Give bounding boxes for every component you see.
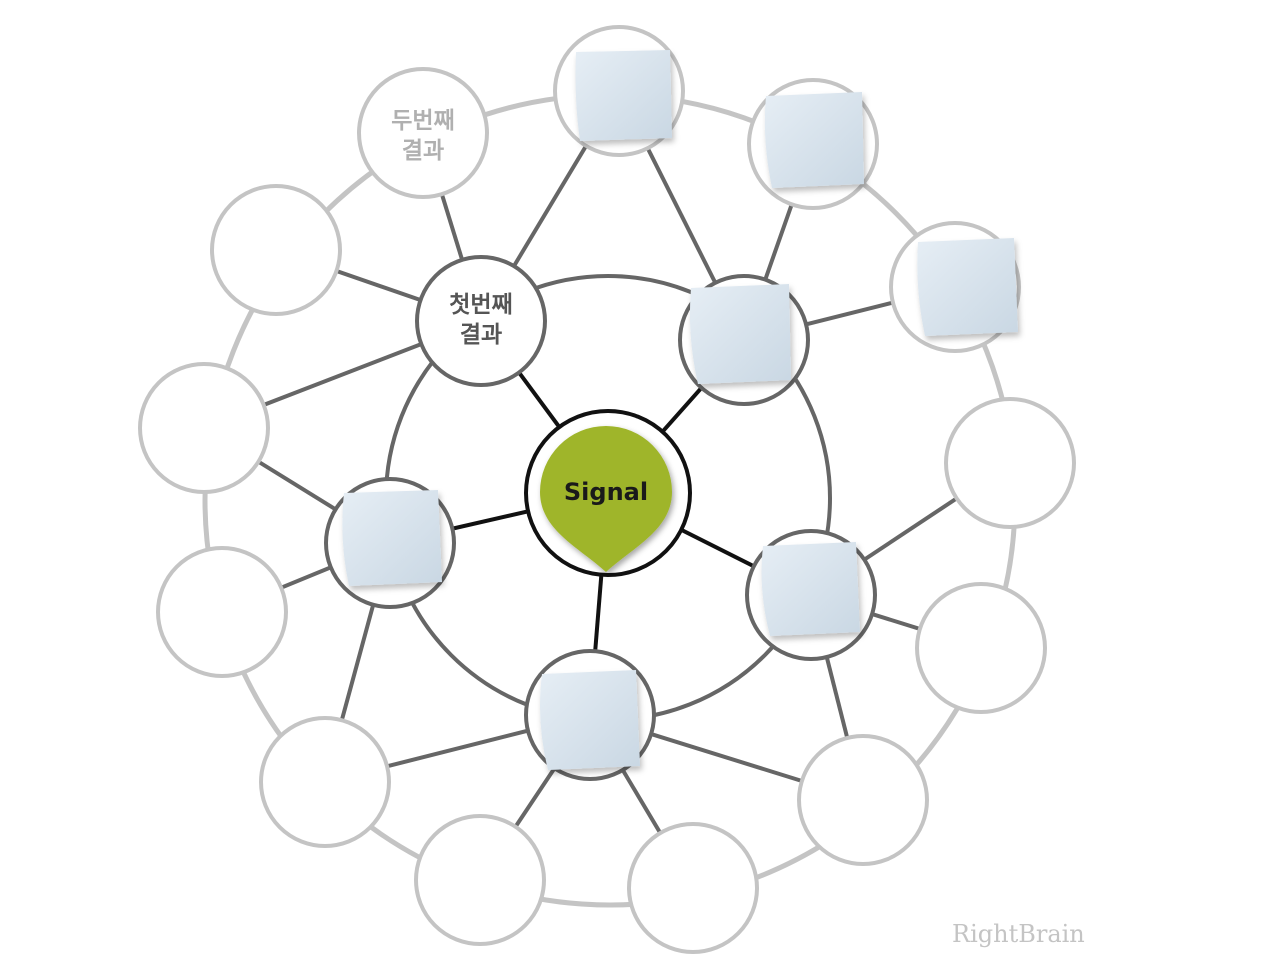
inner-node-lower-right (745, 529, 877, 661)
inner-node-upper-right (678, 274, 810, 406)
sticky-note-icon (540, 670, 640, 770)
inner-node-left (324, 477, 456, 609)
center-node-signal: Signal (524, 409, 692, 577)
outer-node-bottom-right (797, 734, 929, 866)
inner-node-bottom (524, 649, 656, 781)
outer-node-lower-right (915, 582, 1047, 714)
sticky-note-icon (761, 542, 860, 636)
signal-label: Signal (564, 478, 648, 506)
outer-node-right (944, 397, 1076, 529)
inner-node-first-result: 첫번째 결과 (415, 255, 547, 387)
sticky-note-icon (764, 92, 864, 188)
first-result-label-line2: 결과 (460, 322, 502, 348)
sticky-note-icon (342, 490, 442, 586)
outer-node-top (553, 25, 685, 157)
outer-node-second-result: 두번째 결과 (357, 67, 489, 199)
outer-node-bottom-1 (414, 814, 546, 946)
outer-node-bottom-left (259, 716, 391, 848)
watermark-text: RightBrain (952, 920, 1085, 948)
second-result-label-line2: 결과 (402, 138, 444, 164)
second-result-label-line1: 두번째 (391, 108, 454, 134)
signal-drop-shape (540, 426, 672, 572)
outer-node-bottom-2 (627, 822, 759, 954)
sticky-note-icon (917, 238, 1018, 336)
first-result-label-line1: 첫번째 (449, 292, 512, 318)
outer-node-upper-right-1 (747, 78, 879, 210)
outer-node-upper-right-2 (889, 221, 1021, 353)
outer-node-upper-left (210, 184, 342, 316)
outer-node-lower-left (156, 546, 288, 678)
outer-node-left (138, 362, 270, 494)
sticky-note-icon (575, 50, 672, 141)
sticky-note-icon (689, 284, 791, 384)
